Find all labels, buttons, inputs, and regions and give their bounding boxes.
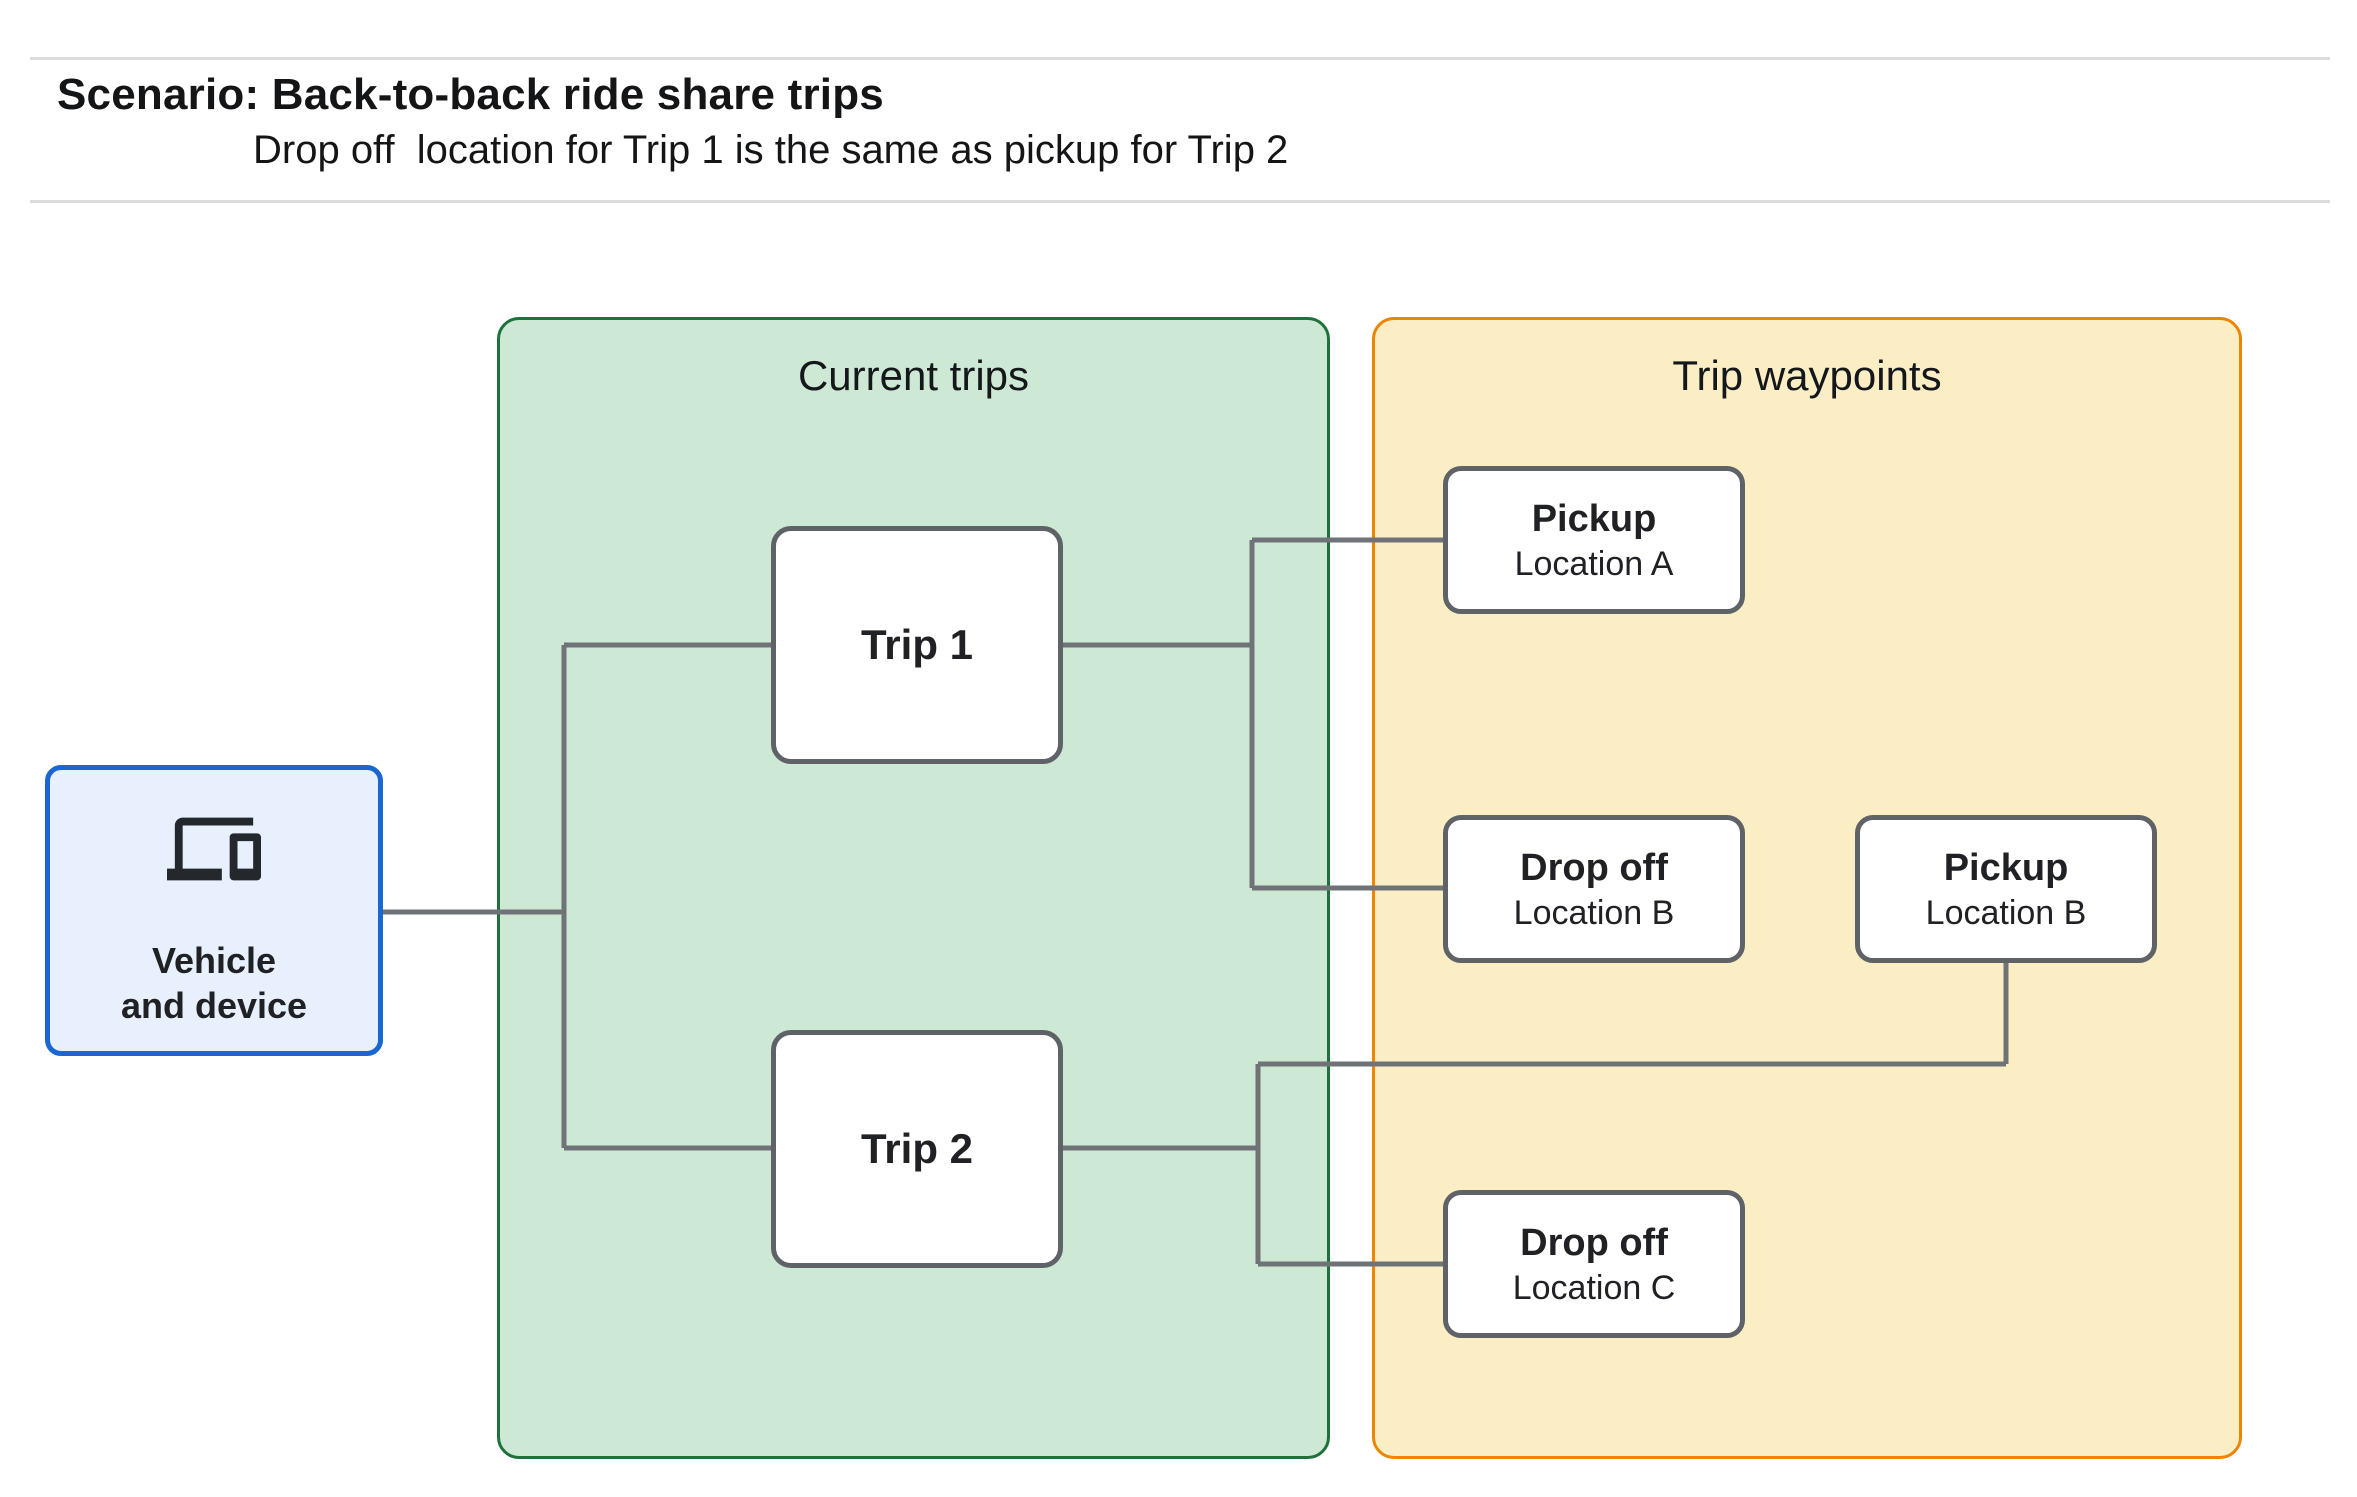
waypoint-pickup-location-a: Pickup Location A xyxy=(1443,466,1745,614)
waypoint-type: Pickup xyxy=(1943,847,2069,889)
vehicle-label: Vehicle and device xyxy=(50,938,378,1028)
trip-waypoints-title: Trip waypoints xyxy=(1672,352,1942,399)
waypoint-type: Drop off xyxy=(1520,1222,1668,1264)
waypoint-location: Location A xyxy=(1514,545,1674,583)
vehicle-label-line2: and device xyxy=(120,985,308,1026)
current-trips-panel: Current trips xyxy=(497,317,1330,1459)
vehicle-and-device-node: Vehicle and device xyxy=(45,765,383,1056)
trip-1-label: Trip 1 xyxy=(860,621,974,668)
waypoint-location: Location C xyxy=(1512,1269,1676,1307)
page-subtitle: Drop off location for Trip 1 is the same… xyxy=(253,128,1289,172)
trip1-to-waypoints-connector xyxy=(1061,537,1445,891)
waypoint-location: Location B xyxy=(1513,894,1675,932)
devices-icon xyxy=(167,817,261,881)
trip2-to-waypoints-connector xyxy=(1061,961,2009,1267)
vehicle-label-line1: Vehicle xyxy=(151,940,277,981)
trip-2-node: Trip 2 xyxy=(771,1030,1063,1268)
waypoint-dropoff-location-c: Drop off Location C xyxy=(1443,1190,1745,1338)
trip-2-label: Trip 2 xyxy=(860,1125,974,1172)
current-trips-title: Current trips xyxy=(797,352,1030,399)
top-divider xyxy=(30,57,2330,60)
vehicle-to-trips-connector xyxy=(383,642,774,1151)
waypoint-type: Pickup xyxy=(1531,498,1657,540)
waypoint-type: Drop off xyxy=(1520,847,1668,889)
header-divider xyxy=(30,200,2330,203)
trip-1-node: Trip 1 xyxy=(771,526,1063,764)
waypoint-dropoff-location-b: Drop off Location B xyxy=(1443,815,1745,963)
page-title: Scenario: Back-to-back ride share trips xyxy=(57,70,884,119)
waypoint-pickup-location-b: Pickup Location B xyxy=(1855,815,2157,963)
waypoint-location: Location B xyxy=(1925,894,2087,932)
